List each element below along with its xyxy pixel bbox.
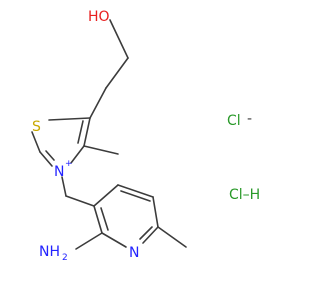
bond-n1-c2 <box>101 232 127 248</box>
bond-ch2-pyridine <box>65 195 95 207</box>
bond-c2-amine <box>75 232 103 250</box>
bond-c5-c6-py <box>152 196 159 228</box>
chloride-charge: - <box>247 111 252 127</box>
bond-o-ch2 <box>109 19 129 59</box>
bond-c2-n3-double <box>45 150 55 161</box>
bond-c4-methyl <box>83 145 119 155</box>
bond-c5-s <box>48 117 91 121</box>
bond-n3-c4 <box>70 145 85 164</box>
bond-c6-n1 <box>142 226 159 244</box>
bond-c4-c5 <box>83 117 91 147</box>
bond-c6-n1-double <box>139 226 153 240</box>
bond-c6-methyl <box>157 226 187 248</box>
amine-subscript: 2 <box>62 253 68 263</box>
hydroxyl-label: HO <box>88 9 110 25</box>
thiazolium-charge: + <box>65 159 73 169</box>
bond-ch2-c5 <box>89 87 107 119</box>
bond-c2-c3 <box>93 205 103 234</box>
sulfur-label: S <box>32 119 41 135</box>
thiazolium-nitrogen-label: N <box>54 164 64 180</box>
bond-c2-n3 <box>39 151 53 167</box>
bond-c4-c5-py <box>117 184 154 198</box>
chemical-structure-diagram: HO S N + NH 2 N Cl - Cl–H <box>31 9 260 263</box>
bond-c4-c5-py-double <box>120 190 151 202</box>
pyridine-nitrogen-label: N <box>129 245 139 261</box>
bond-c4-c5-double <box>77 120 84 144</box>
bond-ch2-ch2 <box>105 57 129 89</box>
bond-lines <box>31 19 187 250</box>
hydrogen-chloride-label: Cl–H <box>229 187 260 203</box>
bond-c2-c3-double <box>100 207 109 231</box>
bond-n3-ch2 <box>61 176 67 197</box>
amine-label: NH <box>39 244 60 260</box>
bond-s-c2 <box>31 131 41 153</box>
chloride-ion-label: Cl <box>227 113 241 129</box>
bond-c3-c4 <box>93 184 119 207</box>
atom-labels: HO S N + NH 2 N Cl - Cl–H <box>32 9 260 263</box>
